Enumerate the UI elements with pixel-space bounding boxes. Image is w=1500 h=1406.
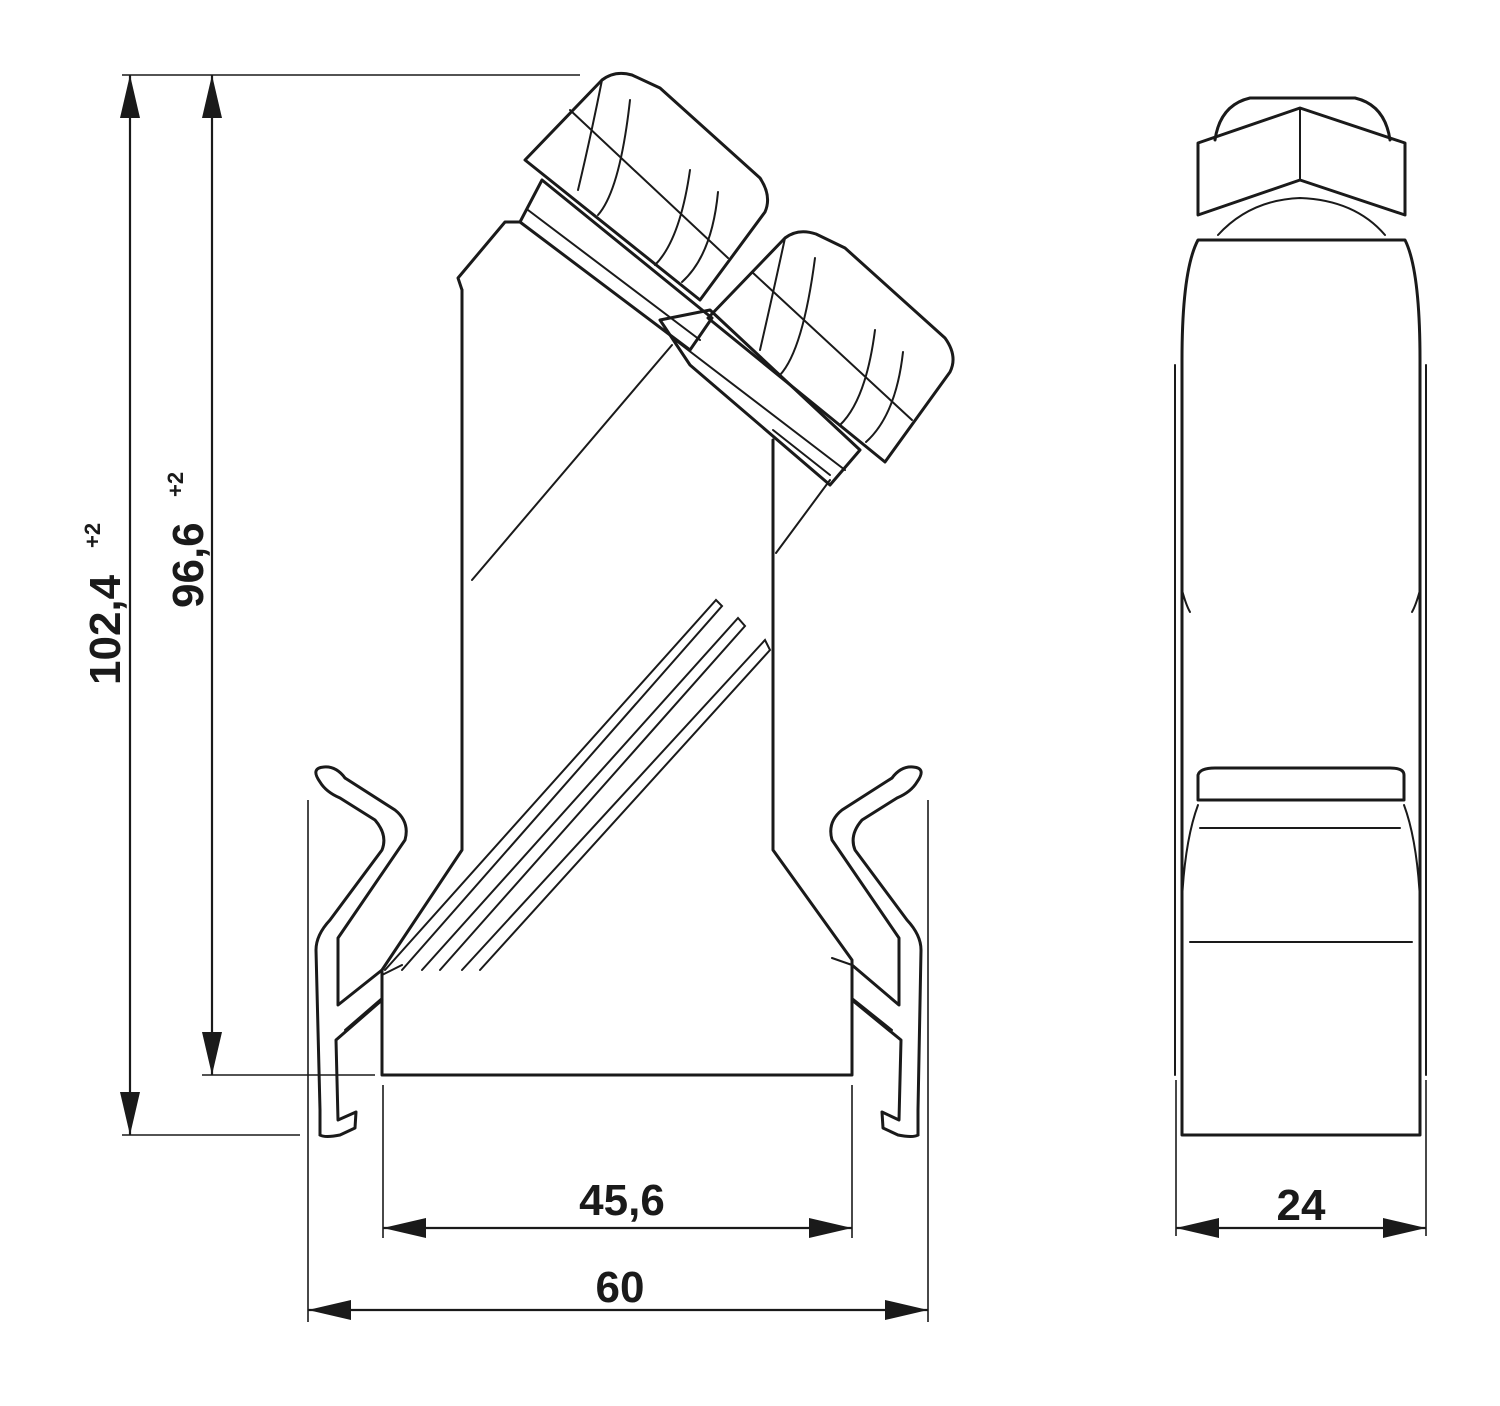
body-height-tolerance: +2 [163, 472, 188, 497]
grip-ribs [384, 598, 772, 971]
housing-facet-line-3 [772, 429, 831, 476]
side-clip [1196, 766, 1406, 802]
dimension-lines [120, 74, 1427, 1322]
side-depth-value: 24 [1277, 1181, 1326, 1230]
housing-top-left [456, 220, 522, 292]
body-height-value: 96,6 [164, 522, 213, 608]
outer-width-value: 60 [596, 1263, 645, 1312]
rail-clip-right [829, 765, 923, 1138]
side-body [1180, 238, 1422, 1137]
dimension-labels: 102,4 +2 96,6 +2 45,6 60 24 [80, 472, 1326, 1312]
inner-width-value: 45,6 [579, 1176, 665, 1225]
housing-facet-line-2 [775, 479, 831, 554]
side-gland-top [1213, 96, 1392, 142]
side-view [1174, 96, 1427, 1137]
front-view [314, 71, 955, 1138]
housing-facet-line [471, 344, 673, 581]
cable-gland-right [658, 230, 955, 487]
housing-base-inner [381, 957, 853, 976]
housing-body [380, 288, 854, 1077]
cable-gland-left [518, 71, 770, 352]
rail-clip-left [314, 765, 408, 1138]
overall-height-value: 102,4 [81, 574, 130, 685]
overall-height-tolerance: +2 [80, 523, 105, 548]
